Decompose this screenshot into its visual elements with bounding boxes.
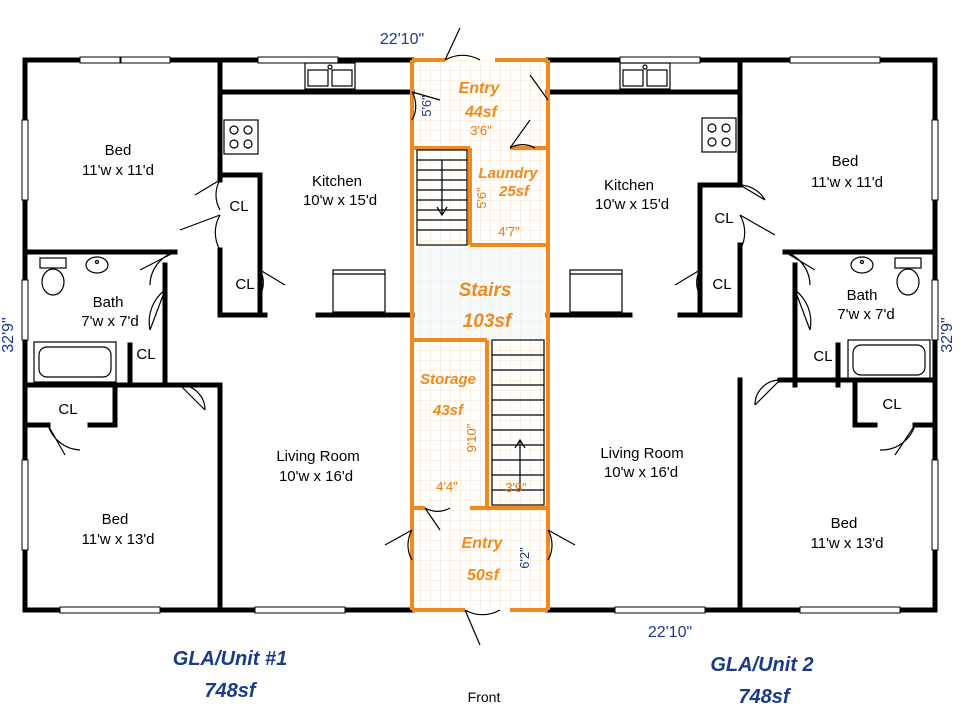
storage-depth: 9'10": [464, 423, 479, 452]
unit1-closet-1: CL: [229, 198, 248, 215]
unit2-gla-area: 748sf: [738, 686, 791, 708]
storage-name: Storage: [420, 371, 476, 388]
bottom-width-dimension: 22'10": [648, 624, 692, 641]
windows: [21, 56, 939, 614]
right-depth-dimension: 32'9": [939, 317, 956, 352]
entry-top-depth: 5'6": [419, 95, 434, 117]
unit2-closet-4: CL: [882, 396, 901, 413]
entry-top-width: 3'6": [470, 123, 492, 138]
unit2-closet-1: CL: [714, 210, 733, 227]
unit2-bath-size: 7'w x 7'd: [837, 306, 894, 323]
unit1-bed-top-size: 11'w x 11'd: [82, 162, 154, 179]
unit1-closet-2: CL: [235, 276, 254, 293]
entry-top-area: 44sf: [464, 104, 499, 121]
laundry-name: Laundry: [478, 165, 538, 182]
storage-area: 43sf: [432, 402, 465, 419]
unit1-bed-bottom-name: Bed: [102, 511, 129, 528]
unit1-gla-title: GLA/Unit #1: [173, 648, 287, 670]
unit2-bath-name: Bath: [847, 287, 878, 304]
unit1-kitchen-size: 10'w x 15'd: [303, 192, 377, 209]
unit2-bed-bottom-size: 11'w x 13'd: [811, 535, 884, 552]
unit2-walls: [545, 57, 938, 613]
stairs-grid: [415, 245, 545, 340]
unit2-bed-top-name: Bed: [832, 153, 859, 170]
stove-1: [223, 119, 259, 155]
entry-bottom-area: 50sf: [467, 567, 501, 584]
fridge-2: [569, 269, 623, 313]
kitchen-sink-1: [304, 62, 356, 90]
stove-2: [701, 117, 737, 153]
bathtub-1: [33, 341, 117, 383]
toilet-1: [39, 257, 67, 296]
unit2-bed-top-size: 11'w x 11'd: [811, 174, 883, 191]
front-label: Front: [468, 689, 501, 705]
unit1-living-size: 10'w x 16'd: [279, 468, 353, 485]
kitchen-sink-2: [619, 62, 671, 90]
bathtub-2: [847, 339, 931, 381]
unit1-living-name: Living Room: [276, 448, 359, 465]
unit2-living-size: 10'w x 16'd: [604, 464, 678, 481]
toilet-2: [894, 257, 922, 296]
unit1-bath-size: 7'w x 7'd: [81, 313, 138, 330]
entry-bottom-depth: 6'2": [517, 547, 532, 569]
bath-sink-1: [85, 256, 109, 274]
bath-sink-2: [850, 256, 874, 274]
stair-width: 3'9": [505, 480, 527, 495]
entry-top-name: Entry: [459, 80, 501, 97]
left-depth-dimension: 32'9": [0, 317, 17, 352]
top-width-dimension: 22'10": [380, 31, 424, 48]
unit2-kitchen-size: 10'w x 15'd: [595, 196, 669, 213]
unit2-gla-title: GLA/Unit 2: [710, 654, 813, 676]
laundry-area: 25sf: [498, 183, 531, 200]
unit1-bed-top-name: Bed: [105, 142, 132, 159]
unit1-closet-4: CL: [58, 401, 77, 418]
unit1-closet-3: CL: [136, 346, 155, 363]
unit1-gla-area: 748sf: [204, 680, 257, 702]
laundry-depth: 5'6": [474, 187, 489, 209]
stairs-name: Stairs: [459, 280, 512, 301]
storage-width: 4'4": [436, 479, 458, 494]
unit2-closet-3: CL: [813, 348, 832, 365]
unit2-kitchen-name: Kitchen: [604, 177, 654, 194]
unit1-walls: [22, 57, 415, 613]
unit1-kitchen-name: Kitchen: [312, 173, 362, 190]
stairs-upper: [416, 149, 468, 246]
unit2-closet-2: CL: [712, 276, 731, 293]
doors: [47, 27, 916, 646]
stairs-area: 103sf: [463, 311, 513, 332]
entry-bottom-name: Entry: [462, 535, 504, 552]
unit1-bath-name: Bath: [93, 294, 124, 311]
unit2-living-name: Living Room: [600, 445, 683, 462]
unit2-bed-bottom-name: Bed: [831, 515, 858, 532]
laundry-width: 4'7": [498, 224, 520, 239]
common-area-outline: [410, 58, 550, 612]
stairs-lower: [491, 339, 545, 506]
fridge-1: [332, 269, 386, 313]
unit1-bed-bottom-size: 11'w x 13'd: [82, 531, 155, 548]
